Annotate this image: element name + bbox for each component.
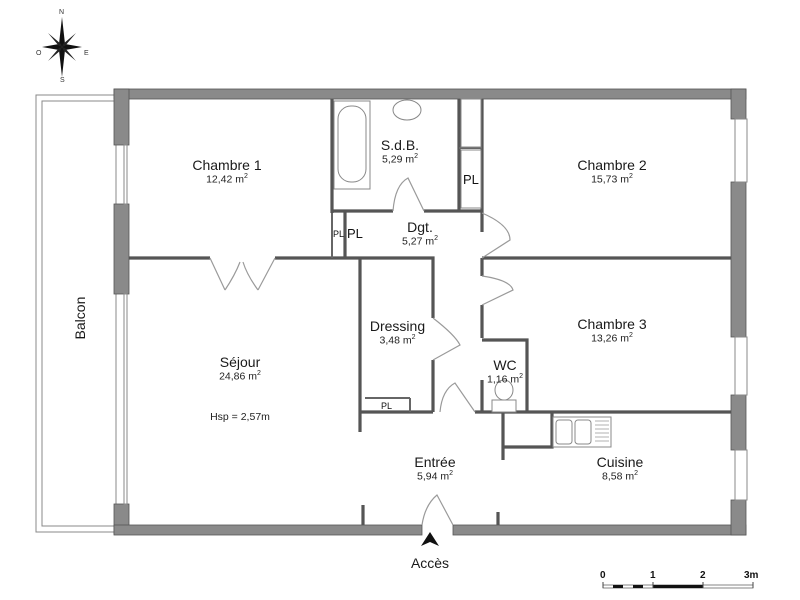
room-name: Chambre 1 bbox=[192, 157, 262, 173]
room-name: Dressing bbox=[369, 318, 426, 334]
closet-label: PL bbox=[333, 229, 345, 239]
ceiling-height: Hsp = 2,57m bbox=[210, 411, 270, 423]
closet-label: PL bbox=[463, 172, 479, 187]
room-balcon: Balcon bbox=[71, 296, 88, 340]
windows bbox=[123, 118, 748, 505]
compass-north: N bbox=[59, 9, 65, 16]
room-name: Chambre 3 bbox=[577, 316, 647, 332]
room-name: WC bbox=[493, 357, 517, 373]
interior-walls bbox=[129, 99, 731, 525]
room-area: 1,16 m2 bbox=[486, 373, 523, 386]
scale-tick-3: 3m bbox=[744, 570, 759, 581]
compass-west: O bbox=[36, 50, 42, 57]
room-area: 13,26 m2 bbox=[591, 332, 633, 345]
closet-label: PL bbox=[347, 226, 363, 241]
compass-south: S bbox=[60, 77, 65, 84]
exterior-walls bbox=[113, 88, 747, 536]
room-area: 12,42 m2 bbox=[206, 173, 248, 186]
room-degagement: Dgt. 5,27 m2 bbox=[385, 219, 455, 248]
room-name: Entrée bbox=[414, 454, 456, 470]
compass-east: E bbox=[84, 50, 89, 57]
room-area: 8,58 m2 bbox=[601, 470, 638, 483]
balcony-outline bbox=[35, 94, 117, 533]
doors bbox=[209, 177, 514, 526]
room-dressing: Dressing 3,48 m2 bbox=[360, 318, 435, 347]
bathtub-icon bbox=[333, 100, 371, 190]
room-area: 5,27 m2 bbox=[401, 235, 438, 248]
room-entree: Entrée 5,94 m2 bbox=[395, 454, 475, 483]
room-name: Dgt. bbox=[407, 219, 433, 235]
sink-icon bbox=[392, 99, 422, 121]
room-name: S.d.B. bbox=[380, 137, 420, 153]
room-chambre-1: Chambre 1 12,42 m2 bbox=[177, 157, 277, 186]
scale-bar bbox=[602, 582, 754, 589]
room-sejour: Séjour 24,86 m2 bbox=[190, 354, 290, 383]
closet-boxes bbox=[460, 98, 482, 209]
room-name: Chambre 2 bbox=[577, 157, 647, 173]
scale-tick-1: 1 bbox=[650, 570, 656, 581]
room-area: 24,86 m2 bbox=[219, 370, 261, 383]
kitchen-sink-icon bbox=[552, 416, 612, 448]
access-label: Accès bbox=[410, 555, 450, 571]
access-arrow-icon bbox=[421, 532, 439, 546]
room-name: Cuisine bbox=[596, 454, 644, 470]
scale-tick-0: 0 bbox=[600, 570, 606, 581]
room-area: 15,73 m2 bbox=[591, 173, 633, 186]
room-wc: WC 1,16 m2 bbox=[480, 357, 530, 386]
room-area: 5,29 m2 bbox=[381, 153, 418, 166]
room-chambre-3: Chambre 3 13,26 m2 bbox=[557, 316, 667, 345]
toilet-icon bbox=[491, 379, 517, 413]
room-area: 3,48 m2 bbox=[379, 334, 416, 347]
closet-label: PL bbox=[381, 401, 393, 411]
scale-tick-2: 2 bbox=[700, 570, 706, 581]
room-name: Séjour bbox=[219, 354, 261, 370]
room-chambre-2: Chambre 2 15,73 m2 bbox=[557, 157, 667, 186]
room-sdb: S.d.B. 5,29 m2 bbox=[360, 137, 440, 166]
room-cuisine: Cuisine 8,58 m2 bbox=[580, 454, 660, 483]
compass-rose-icon bbox=[42, 17, 82, 77]
room-area: 5,94 m2 bbox=[416, 470, 453, 483]
